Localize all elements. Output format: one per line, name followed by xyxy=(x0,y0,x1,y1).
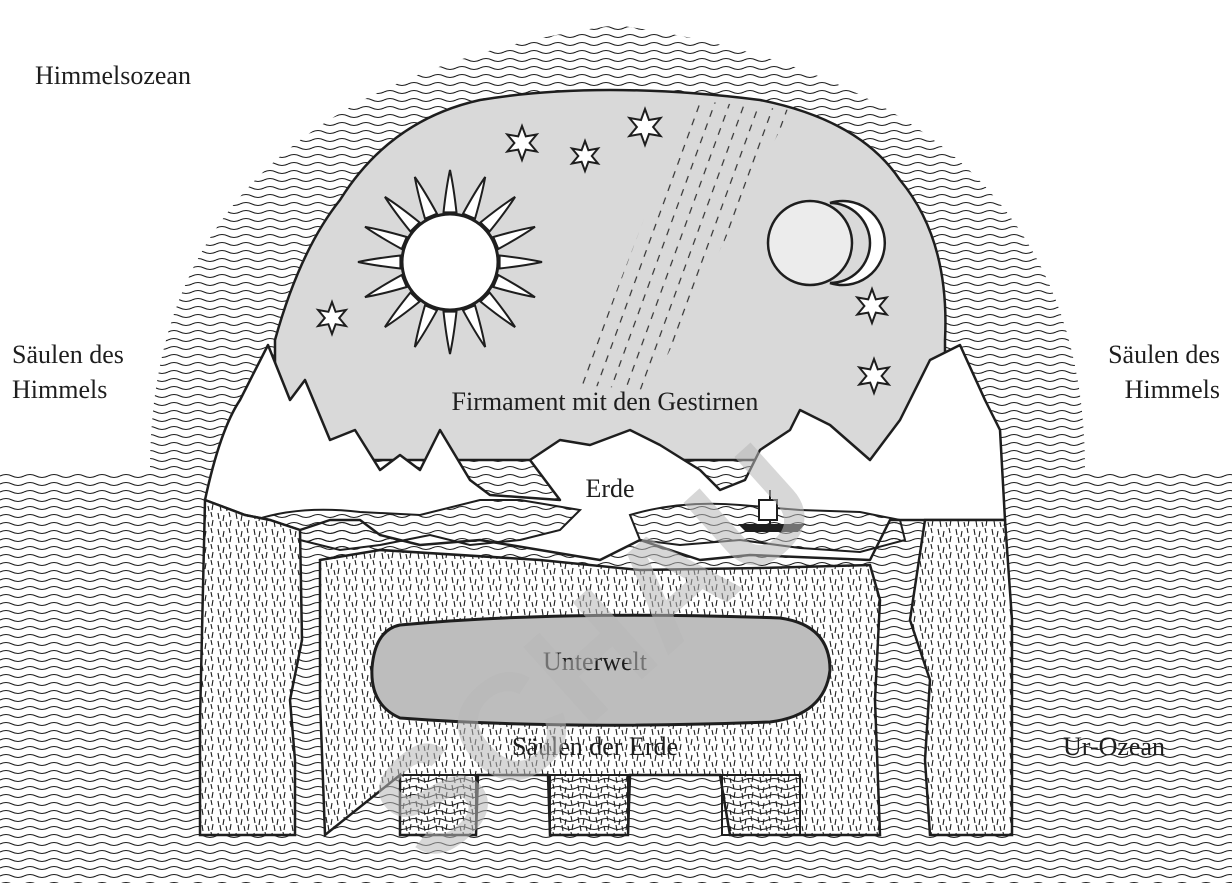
label-firmament: Firmament mit den Gestirnen xyxy=(452,387,759,416)
label-pillars-sky-left-line2: Himmels xyxy=(12,375,107,404)
label-pillars-sky-right-line2: Himmels xyxy=(1125,375,1220,404)
label-primeval-ocean: Ur-Ozean xyxy=(1063,732,1165,761)
label-pillars-sky-right-line1: Säulen des xyxy=(1108,340,1220,369)
sun-icon xyxy=(358,170,542,354)
label-earth: Erde xyxy=(585,474,634,503)
label-pillars-sky-left-line1: Säulen des xyxy=(12,340,124,369)
label-sky-ocean: Himmelsozean xyxy=(35,61,191,90)
